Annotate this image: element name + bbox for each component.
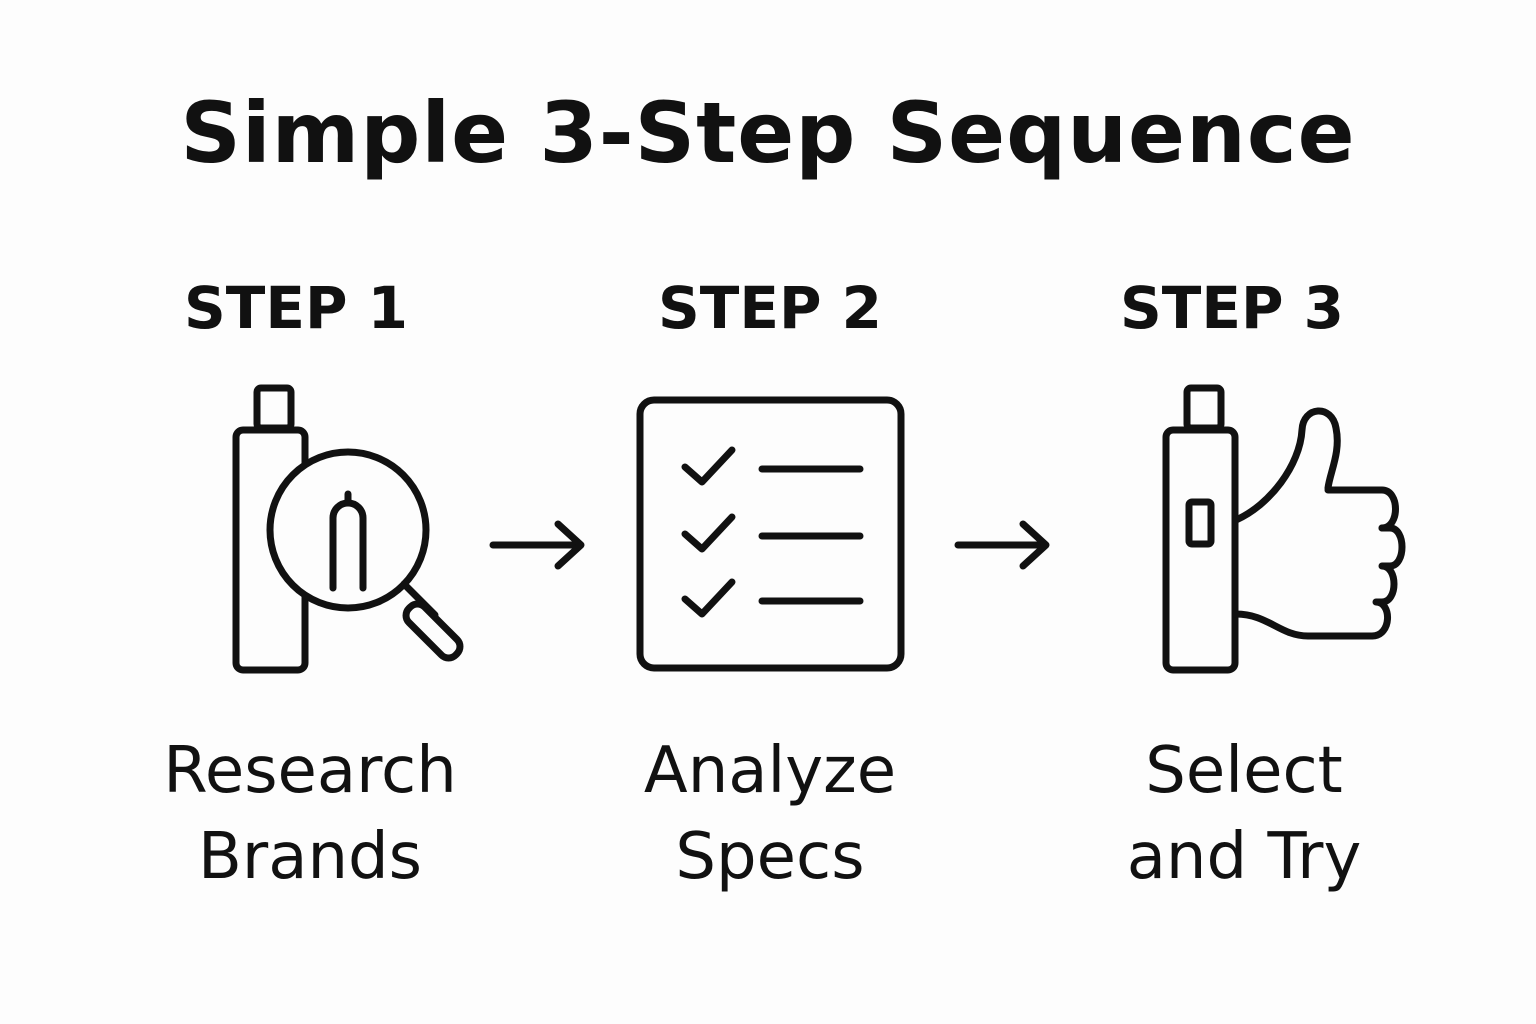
step-1-caption-line-1: Research [163, 734, 457, 808]
step-2-label: STEP 2 [657, 274, 882, 342]
step-3-caption-line-1: Select [1145, 734, 1343, 808]
step-3-label: STEP 3 [1119, 274, 1344, 342]
vape-pen-magnifier-icon [232, 384, 464, 674]
step-1-caption: Research Brands [110, 728, 510, 900]
step-2-caption-line-1: Analyze [643, 734, 897, 808]
step-2-caption: Analyze Specs [570, 728, 970, 900]
arrow-right-icon [489, 520, 585, 570]
diagram-title: Simple 3-Step Sequence [180, 84, 1356, 182]
vape-pen-thumbs-up-icon [1162, 384, 1406, 674]
step-1-label: STEP 1 [183, 274, 408, 342]
arrow-right-icon [954, 520, 1050, 570]
step-2-caption-line-2: Specs [675, 820, 865, 894]
step-1-caption-line-2: Brands [198, 820, 422, 894]
checklist-icon [636, 396, 905, 672]
step-3-caption-line-2: and Try [1126, 820, 1362, 894]
step-3-caption: Select and Try [1044, 728, 1444, 900]
